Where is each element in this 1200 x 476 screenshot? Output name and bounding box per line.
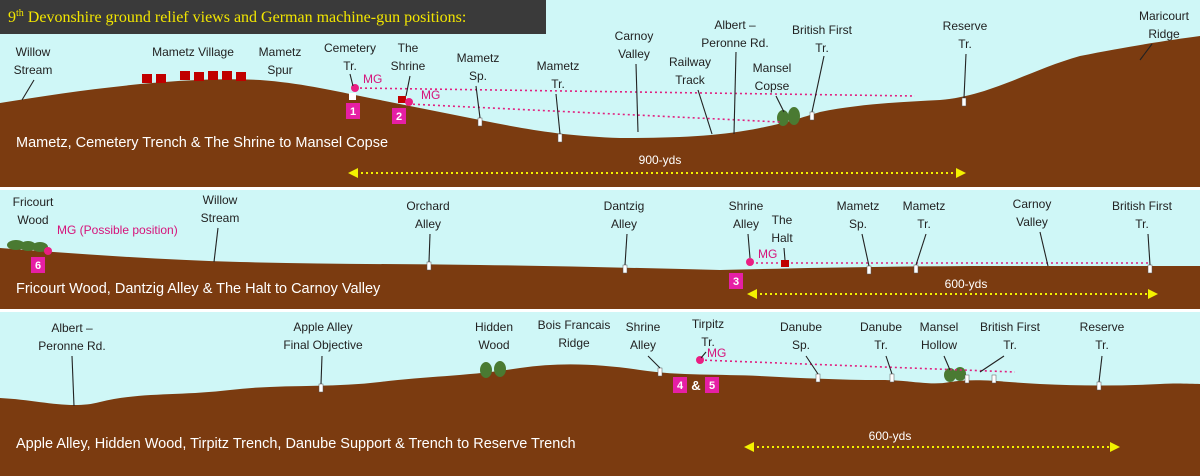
title-bar (0, 0, 546, 34)
badge-1 (346, 103, 360, 119)
hidden-wood-trees (480, 361, 506, 378)
badge-1-label: 1 (350, 106, 356, 118)
panel-3-ground (0, 364, 1200, 476)
panel-1-arrow-right (956, 168, 966, 178)
mg-label-1: MG (363, 72, 382, 86)
mg-marker-6 (44, 247, 52, 255)
panel-1-distance: 900-yds (639, 153, 682, 167)
page-title: 9th Devonshire ground relief views and G… (8, 8, 466, 26)
label-mametz-village: Mametz Village (152, 45, 234, 59)
panel-1-sightline-1 (354, 87, 916, 97)
badge-4 (673, 377, 687, 393)
badge-2 (392, 108, 406, 124)
panel-2-distance: 600-yds (945, 277, 988, 291)
panel-2-arrow-right (1148, 289, 1158, 299)
panel-1-ground (0, 36, 1200, 187)
badge-6-label: 6 (35, 260, 41, 272)
mg-label-2: MG (421, 88, 440, 102)
mg-marker-1 (351, 84, 359, 92)
mansel-copse-trees (777, 107, 800, 126)
panel-2-leader-lines (213, 227, 1151, 267)
the-halt-marker (781, 260, 789, 267)
panel-1-caption: Mametz, Cemetery Trench & The Shrine to … (16, 135, 388, 151)
panel-3-distance: 600-yds (869, 429, 912, 443)
badge-3-label: 3 (733, 276, 739, 288)
label-albert-peronne-rd-2: Albert –Peronne Rd. (38, 321, 105, 353)
panel-3-arrow-left (744, 442, 754, 452)
badge-6 (31, 257, 45, 273)
mg-marker-4-5 (696, 356, 704, 364)
panel-3-caption: Apple Alley, Hidden Wood, Tirpitz Trench… (16, 436, 576, 452)
shrine-marker (398, 96, 406, 103)
panel-1-arrow-left (348, 168, 358, 178)
panel-1-leader-lines (21, 43, 1153, 135)
badge-5-label: 5 (709, 380, 715, 392)
panel-2-caption: Fricourt Wood, Dantzig Alley & The Halt … (16, 281, 381, 297)
mg-marker-2 (405, 98, 413, 106)
mg-marker-3 (746, 258, 754, 266)
mg-label-6: MG (Possible position) (57, 223, 178, 237)
panel-3-arrow-right (1110, 442, 1120, 452)
label-albert-peronne-rd: Albert –Peronne Rd. (701, 18, 768, 50)
badge-4-label: 4 (677, 380, 684, 392)
badge-3 (729, 273, 743, 289)
mansel-hollow-trees (944, 367, 966, 382)
panel-2-arrow-left (747, 289, 757, 299)
badge-2-label: 2 (396, 111, 402, 123)
fricourt-wood-trees (7, 240, 48, 252)
cemetery-trench-post (349, 93, 356, 100)
mametz-village-buildings (142, 71, 246, 83)
badge-ampersand: & (691, 378, 700, 393)
badge-5 (705, 377, 719, 393)
mg-label-3: MG (758, 247, 777, 261)
mg-label-4-5: MG (707, 346, 726, 360)
panel-3-leader-lines (71, 351, 1103, 407)
panel-3: MG 4 & 5 Albert –Peronne Rd. Apple Alley… (0, 317, 1200, 476)
panel-1-sightline-2 (407, 103, 781, 123)
